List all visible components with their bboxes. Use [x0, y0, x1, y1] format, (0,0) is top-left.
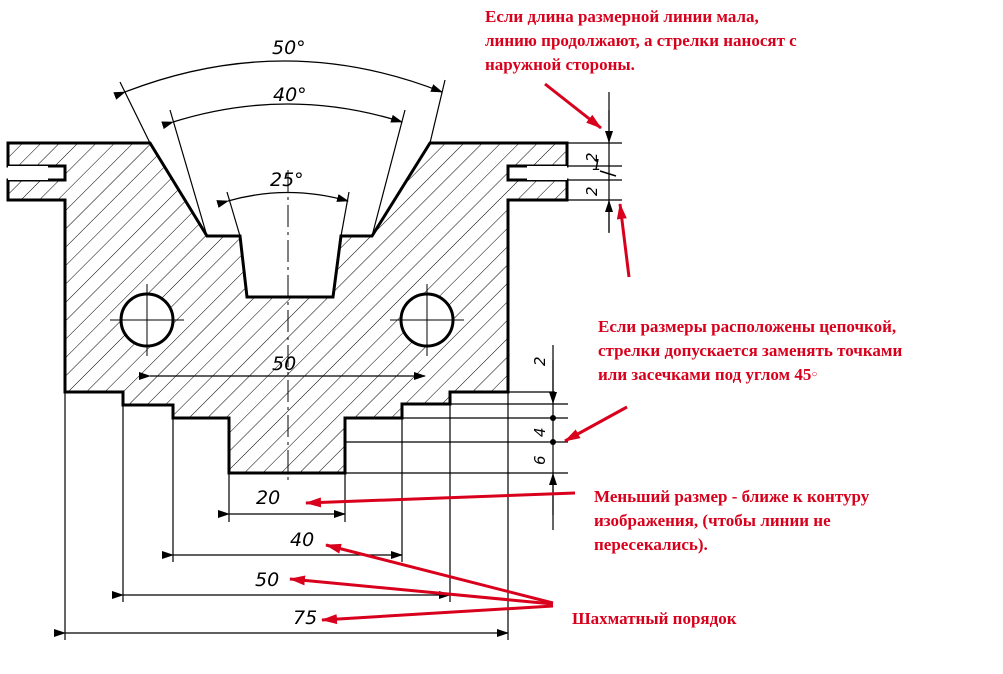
dim-label-40: 40: [290, 529, 314, 551]
note-chain: Если размеры расположены цепочкой, стрел…: [598, 315, 902, 387]
degree-symbol: ○: [811, 369, 818, 380]
dim-label-50: 50: [255, 569, 279, 591]
hole-span-label: 50: [272, 353, 296, 375]
groove-dim-2-bottom: 2: [583, 186, 601, 196]
note-smaller: Меньший размер - ближе к контуру изображ…: [594, 487, 870, 554]
angle-40-arc: [161, 103, 403, 130]
dim-label-75: 75: [293, 607, 317, 629]
left-hole: [110, 284, 184, 356]
step-dim-4: 4: [531, 427, 549, 437]
step-extension-lines: [345, 391, 568, 474]
dim-label-20: 20: [256, 487, 280, 509]
groove-dim-2-top: 2: [583, 152, 601, 162]
angle-25-label: 25°: [270, 169, 304, 191]
groove-dim-1: 1: [592, 156, 602, 174]
angle-25-arc: [216, 191, 349, 208]
angle-50-label: 50°: [272, 37, 306, 59]
step-dim-2: 2: [531, 356, 549, 366]
note-chain-text: Если размеры расположены цепочкой, стрел…: [598, 317, 903, 384]
note-short-line: Если длина размерной линии мала, линию п…: [485, 7, 797, 74]
chain-dot-2: [550, 439, 556, 445]
step-dim-6: 6: [531, 455, 549, 465]
angle-40-label: 40°: [273, 84, 307, 106]
right-hole: [390, 284, 464, 356]
angle-50-arc: [113, 60, 443, 100]
annotation-arrows: [289, 82, 631, 625]
chain-dot-1: [550, 415, 556, 421]
note-checker: Шахматный порядок: [572, 609, 737, 628]
